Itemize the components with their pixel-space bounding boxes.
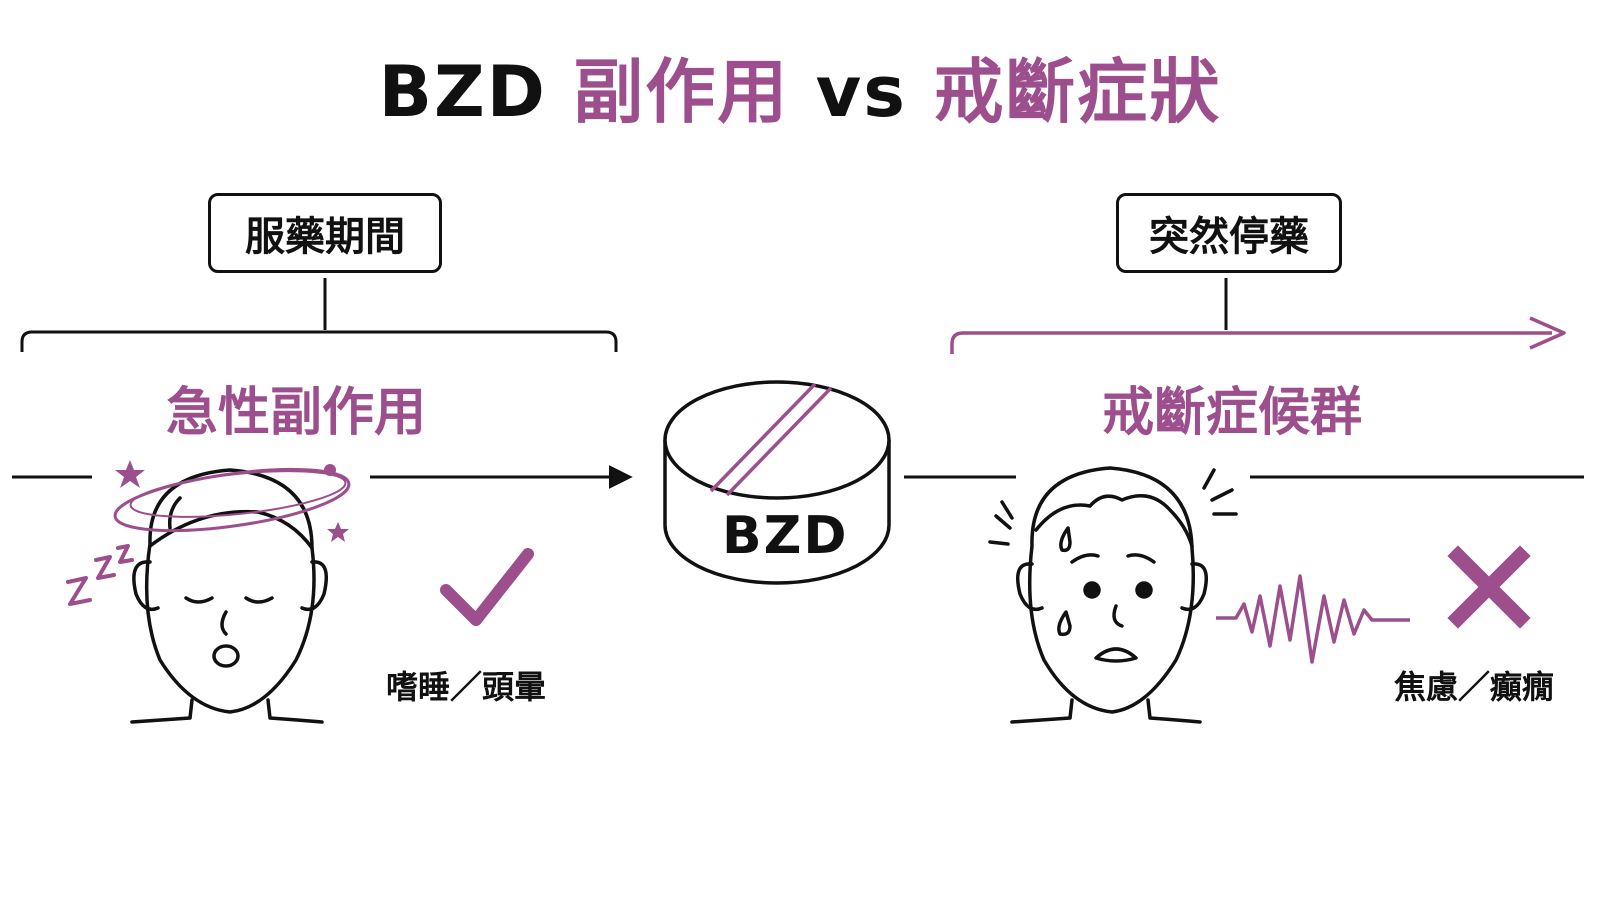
waveform-icon	[1216, 574, 1410, 664]
pill-icon	[663, 380, 891, 585]
heading-acute-side-effects: 急性副作用	[166, 383, 427, 443]
heading-withdrawal-syndrome: 戒斷症候群	[1102, 383, 1363, 443]
anxious-sweating-face-icon	[988, 466, 1238, 724]
title-vs: vs	[815, 51, 907, 133]
symptoms-acute: 嗜睡／頭暈	[386, 668, 547, 706]
left-bracket	[20, 330, 618, 352]
right-timeline-arrow	[950, 331, 1552, 354]
pill-label: BZD	[722, 506, 849, 566]
phase-box-during-medication: 服藥期間	[208, 193, 442, 273]
title-withdrawal: 戒斷症狀	[933, 51, 1222, 133]
sleepy-dizzy-face-icon	[113, 467, 351, 724]
symptoms-withdrawal: 焦慮／癲癇	[1394, 668, 1555, 706]
diagram-title: BZD 副作用 vs 戒斷症狀	[0, 36, 1600, 137]
title-drug: BZD	[378, 51, 547, 133]
dizzy-stars-icon	[115, 460, 349, 542]
cross-icon	[1447, 545, 1531, 629]
check-icon	[440, 548, 534, 626]
right-arrow-head	[1529, 316, 1566, 350]
phase-box-sudden-stop: 突然停藥	[1116, 193, 1342, 273]
sleep-z-icon	[66, 544, 134, 606]
title-side-effects: 副作用	[573, 51, 790, 133]
